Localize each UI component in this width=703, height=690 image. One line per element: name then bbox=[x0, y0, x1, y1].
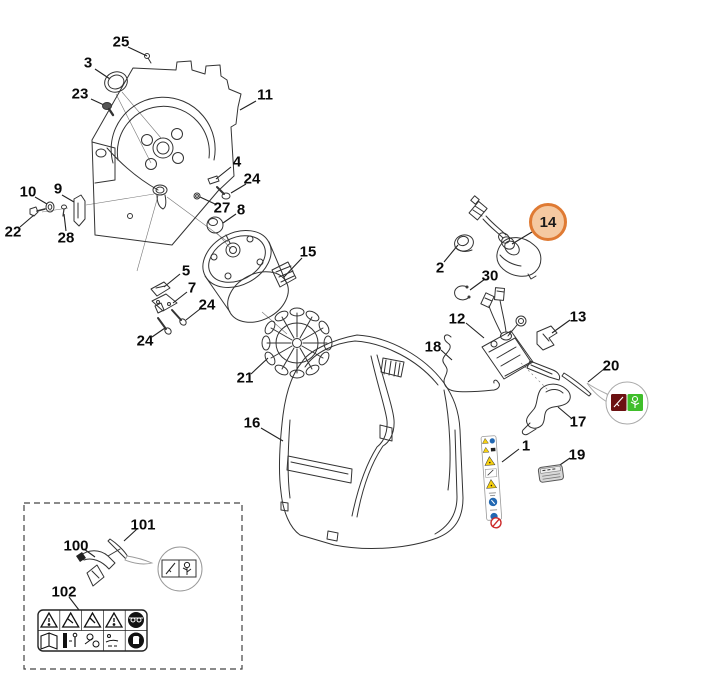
rotating-blades-icon bbox=[84, 633, 100, 648]
part-28-pin bbox=[61, 204, 67, 217]
part-label-2[interactable]: 2 bbox=[435, 259, 445, 277]
part-101-blade bbox=[107, 538, 129, 560]
read-manual-icon bbox=[40, 632, 58, 650]
part-label-17[interactable]: 17 bbox=[569, 413, 587, 431]
assembly-axis-lines bbox=[41, 91, 549, 391]
inset-detail-badge bbox=[124, 546, 203, 592]
part-14-component bbox=[468, 195, 542, 280]
part-30-clip bbox=[454, 285, 471, 301]
part-21-fan bbox=[261, 307, 333, 379]
part-label-28[interactable]: 28 bbox=[57, 229, 75, 247]
part-24-screw-c bbox=[157, 317, 172, 335]
part-label-8[interactable]: 8 bbox=[236, 201, 246, 219]
part-label-1[interactable]: 1 bbox=[521, 437, 531, 455]
part-10-washer bbox=[45, 201, 55, 213]
part-label-18[interactable]: 18 bbox=[424, 338, 442, 356]
part-16-housing bbox=[279, 334, 464, 550]
detail-badge-20 bbox=[586, 381, 649, 425]
inset-box bbox=[23, 502, 243, 670]
part-label-16[interactable]: 16 bbox=[243, 414, 261, 432]
part-label-24[interactable]: 24 bbox=[136, 332, 154, 350]
warning-triangle-icons bbox=[39, 611, 124, 628]
part-label-9[interactable]: 9 bbox=[53, 180, 63, 198]
part-label-30[interactable]: 30 bbox=[481, 267, 499, 285]
part-20-blade bbox=[561, 372, 592, 397]
part-label-102[interactable]: 102 bbox=[51, 583, 77, 601]
eye-protection-icon bbox=[128, 612, 144, 628]
part-label-101[interactable]: 101 bbox=[130, 516, 156, 534]
part-label-19[interactable]: 19 bbox=[568, 446, 586, 464]
part-11-upper-housing bbox=[91, 60, 242, 246]
part-13-bracket bbox=[536, 325, 558, 351]
part-label-5[interactable]: 5 bbox=[181, 262, 191, 280]
part-17-bracket bbox=[521, 383, 571, 436]
part-label-23[interactable]: 23 bbox=[71, 85, 89, 103]
part-4-clip bbox=[207, 175, 220, 185]
part-label-10[interactable]: 10 bbox=[19, 183, 37, 201]
part-27-nut bbox=[193, 192, 201, 200]
part-label-20[interactable]: 20 bbox=[602, 357, 620, 375]
part-2-cap bbox=[454, 234, 474, 252]
part-5-plate bbox=[150, 281, 171, 297]
part-100-knife-holder bbox=[76, 548, 121, 587]
part-label-3[interactable]: 3 bbox=[83, 54, 93, 72]
part-9-bracket bbox=[73, 194, 86, 227]
part-1-safety-sticker bbox=[480, 435, 503, 529]
keep-distance-icon bbox=[63, 632, 78, 648]
part-label-15[interactable]: 15 bbox=[299, 243, 317, 261]
part-label-21[interactable]: 21 bbox=[236, 369, 254, 387]
part-8-grommet bbox=[206, 216, 224, 234]
part-23-screw bbox=[102, 102, 115, 117]
part-label-24[interactable]: 24 bbox=[198, 296, 216, 314]
part-18-wire bbox=[442, 334, 500, 393]
part-label-11[interactable]: 11 bbox=[257, 86, 273, 104]
part-25-screw bbox=[144, 53, 152, 64]
wait-for-stop-icon bbox=[105, 634, 119, 647]
part-15-motor bbox=[202, 229, 297, 323]
part-22-screw bbox=[29, 206, 46, 217]
part-3-ring bbox=[104, 71, 128, 93]
part-24-screw-a bbox=[216, 186, 231, 200]
part-102-safety-label bbox=[37, 609, 148, 652]
part-24-screw-b bbox=[171, 309, 187, 326]
part-label-7[interactable]: 7 bbox=[187, 279, 197, 297]
part-label-27[interactable]: 27 bbox=[213, 199, 231, 217]
part-label-22[interactable]: 22 bbox=[4, 223, 22, 241]
part-19-plate bbox=[537, 464, 564, 483]
part-7-clamp bbox=[151, 293, 178, 314]
part-label-13[interactable]: 13 bbox=[569, 308, 587, 326]
part-label-24[interactable]: 24 bbox=[243, 170, 261, 188]
part-label-25[interactable]: 25 bbox=[112, 33, 130, 51]
part-label-100[interactable]: 100 bbox=[63, 537, 89, 555]
part-label-4[interactable]: 4 bbox=[232, 153, 242, 171]
part-12-switch bbox=[480, 287, 561, 381]
part-label-highlighted-14[interactable]: 14 bbox=[529, 203, 567, 241]
part-label-12[interactable]: 12 bbox=[448, 310, 466, 328]
